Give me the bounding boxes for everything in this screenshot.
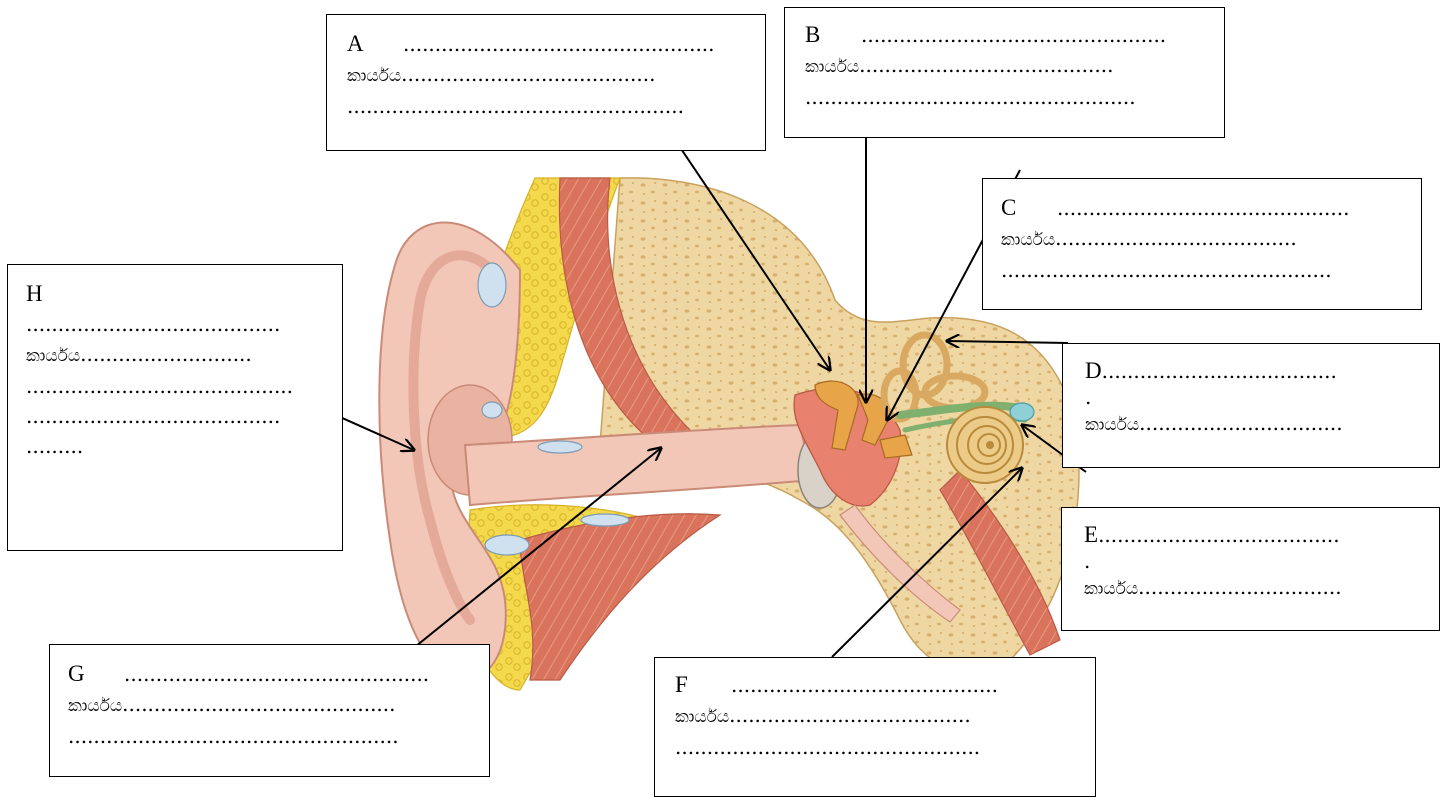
label-box-h: H ......................................…	[7, 264, 343, 551]
answer-line-e-name-cont: .	[1084, 550, 1427, 572]
label-letter-e: E	[1084, 522, 1098, 547]
label-box-f: F.......................................…	[654, 657, 1096, 797]
answer-line-f-function[interactable]: ......................................	[729, 703, 971, 727]
function-label-a: කාර්යය	[347, 66, 401, 86]
cartilage-piece	[485, 535, 529, 555]
cartilage-piece	[482, 402, 502, 418]
function-label-e: කාර්යය	[1084, 579, 1138, 599]
answer-line-g-name[interactable]: ........................................…	[124, 662, 429, 686]
answer-line-h-function[interactable]: ...........................	[80, 342, 252, 366]
answer-line-f-name[interactable]: ........................................…	[731, 673, 998, 697]
label-letter-f: F	[675, 670, 731, 700]
answer-line-a-name[interactable]: ........................................…	[403, 32, 715, 56]
cartilage-piece	[478, 263, 506, 307]
answer-line-e-name[interactable]: ......................................	[1098, 523, 1340, 547]
label-box-b: B.......................................…	[784, 7, 1225, 138]
label-letter-h: H	[26, 279, 330, 309]
label-letter-d: D	[1085, 358, 1102, 383]
answer-line-b-name[interactable]: ........................................…	[861, 23, 1166, 47]
answer-line-e-function[interactable]: ................................	[1138, 575, 1341, 599]
label-box-d: D..................................... .…	[1062, 343, 1440, 468]
answer-line-g-extra[interactable]: ........................................…	[68, 721, 477, 751]
label-letter-b: B	[805, 20, 861, 50]
function-label-g: කාර්යය	[68, 696, 122, 716]
function-label-c: කාර්යය	[1001, 230, 1055, 250]
label-letter-c: C	[1001, 193, 1057, 223]
label-box-a: A.......................................…	[326, 14, 766, 151]
answer-line-c-extra[interactable]: ........................................…	[1001, 255, 1409, 285]
answer-line-h-extra-2[interactable]: ........................................	[26, 401, 330, 431]
function-label-b: කාර්යය	[805, 57, 859, 77]
answer-line-a-function[interactable]: ........................................	[401, 62, 655, 86]
answer-line-b-function[interactable]: ........................................	[859, 53, 1113, 77]
answer-line-d-function[interactable]: ................................	[1139, 411, 1342, 435]
nerve-end	[1010, 403, 1034, 421]
label-box-e: E...................................... …	[1061, 507, 1440, 631]
label-box-c: C.......................................…	[982, 178, 1422, 310]
answer-line-b-extra[interactable]: ........................................…	[805, 82, 1212, 112]
label-letter-a: A	[347, 29, 403, 59]
answer-line-g-function[interactable]: ........................................…	[122, 692, 395, 716]
answer-line-f-extra[interactable]: ........................................…	[675, 732, 1083, 762]
label-box-g: G.......................................…	[49, 644, 490, 777]
function-label-d: කාර්යය	[1085, 415, 1139, 435]
cartilage-piece	[538, 441, 582, 453]
function-label-f: කාර්යය	[675, 707, 729, 727]
cochlea	[947, 407, 1023, 483]
cartilage-piece	[581, 514, 629, 526]
function-label-h: කාර්යය	[26, 346, 80, 366]
answer-line-h-extra-1[interactable]: ........................................…	[26, 371, 330, 401]
answer-line-c-function[interactable]: ......................................	[1055, 226, 1297, 250]
answer-line-h-name[interactable]: ........................................	[26, 309, 330, 339]
answer-line-h-extra-3[interactable]: .........	[26, 431, 330, 461]
answer-line-d-name[interactable]: .....................................	[1102, 359, 1337, 383]
answer-line-a-extra[interactable]: ........................................…	[347, 91, 753, 121]
answer-line-d-name-cont: .	[1085, 386, 1427, 408]
answer-line-c-name[interactable]: ........................................…	[1057, 196, 1349, 220]
label-letter-g: G	[68, 659, 124, 689]
